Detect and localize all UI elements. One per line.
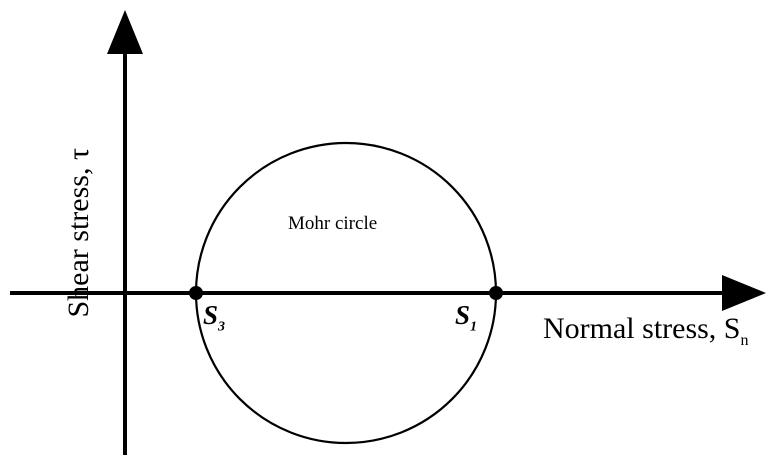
normal-axis-label: Normal stress, Sn bbox=[543, 312, 749, 350]
point-s3-label: S3 bbox=[203, 300, 225, 335]
point-s3-dot bbox=[189, 286, 203, 300]
point-s1-dot bbox=[489, 286, 503, 300]
normal-axis-arrowhead bbox=[722, 275, 766, 311]
point-s3-name: S bbox=[203, 300, 219, 330]
mohr-circle-label: Mohr circle bbox=[288, 213, 378, 234]
point-s1-label: S1 bbox=[455, 300, 477, 335]
shear-axis-arrowhead bbox=[107, 10, 143, 54]
point-s3-sub: 3 bbox=[218, 319, 226, 335]
shear-axis-label: Shear stress, τ bbox=[62, 148, 95, 318]
normal-axis-label-sub: n bbox=[740, 332, 749, 349]
point-s1-sub: 1 bbox=[470, 319, 478, 335]
normal-axis-label-main: Normal stress, S bbox=[543, 312, 741, 345]
point-s1-name: S bbox=[455, 300, 471, 330]
